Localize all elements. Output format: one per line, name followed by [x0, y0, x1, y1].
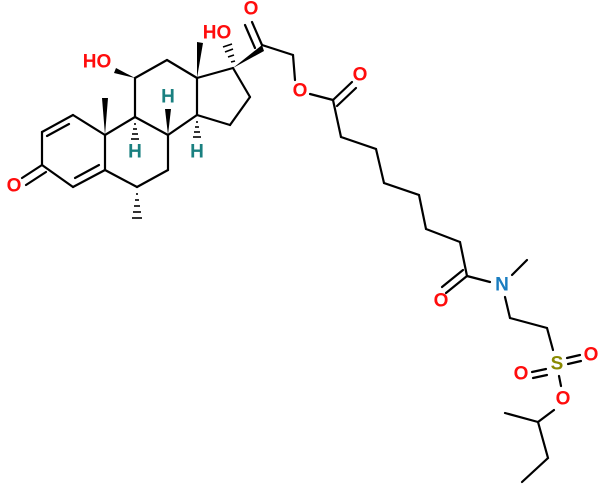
- hashed-bonds: [131, 43, 236, 219]
- ester-carbonyl-oxygen: O: [353, 65, 368, 86]
- amide-oxygen: O: [434, 291, 449, 312]
- sulfur: S: [551, 354, 564, 375]
- hydrogen-8: H: [161, 87, 175, 108]
- amide-nitrogen: N: [495, 275, 509, 296]
- hydroxyl-11: HO: [83, 52, 112, 73]
- ester-oxygen: O: [293, 81, 308, 102]
- sulfonate-ester-oxygen: O: [556, 389, 571, 410]
- sulfonyl-oxygen-right: O: [584, 345, 599, 366]
- hydrogen-14: H: [190, 142, 204, 163]
- ketone-oxygen-20: O: [244, 0, 259, 20]
- bonds: [20, 20, 583, 484]
- sulfonyl-oxygen-left: O: [514, 364, 529, 385]
- hydroxyl-17: HO: [203, 23, 232, 44]
- ketone-oxygen-3: O: [7, 176, 22, 197]
- hydrogen-9: H: [128, 142, 142, 163]
- atom-labels: O HO HO O O O O N S O O O H H H: [7, 0, 599, 410]
